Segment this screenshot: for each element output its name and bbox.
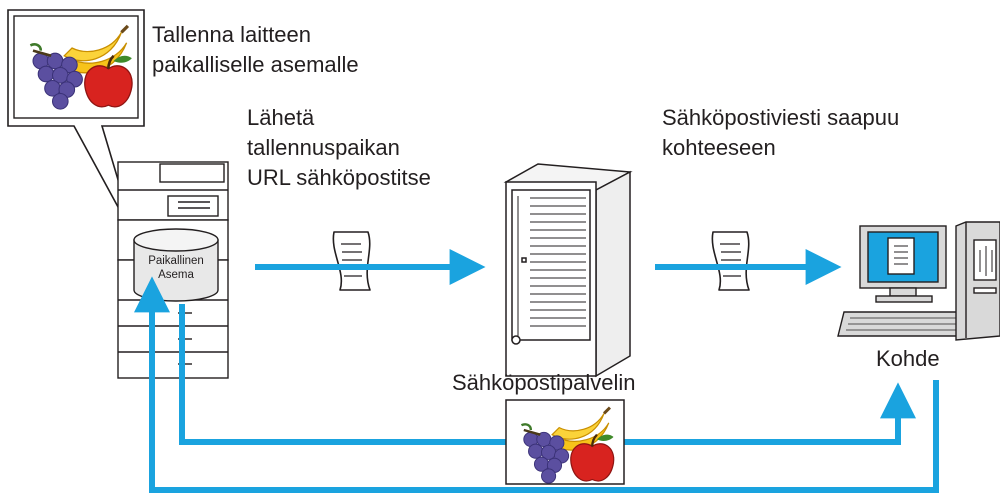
document-icon (332, 231, 371, 291)
picture-card (505, 399, 625, 485)
destination-label: Kohde (876, 346, 940, 371)
computer-icon (837, 221, 1000, 341)
picture-callout (7, 9, 145, 241)
send-url-label: Lähetä tallennuspaikan URL sähköpostitse (247, 105, 431, 190)
server-label: Sähköpostipalvelin (452, 370, 636, 395)
local-drive-label: Paikallinen Asema (148, 255, 204, 281)
server-icon (503, 163, 633, 378)
email-arrives-label: Sähköpostiviesti saapuu kohteeseen (662, 105, 900, 160)
arrow-computer-to-drive (134, 276, 939, 493)
document-icon-2 (711, 231, 750, 291)
save-local-label: Tallenna laitteen paikalliselle asemalle (152, 22, 359, 77)
